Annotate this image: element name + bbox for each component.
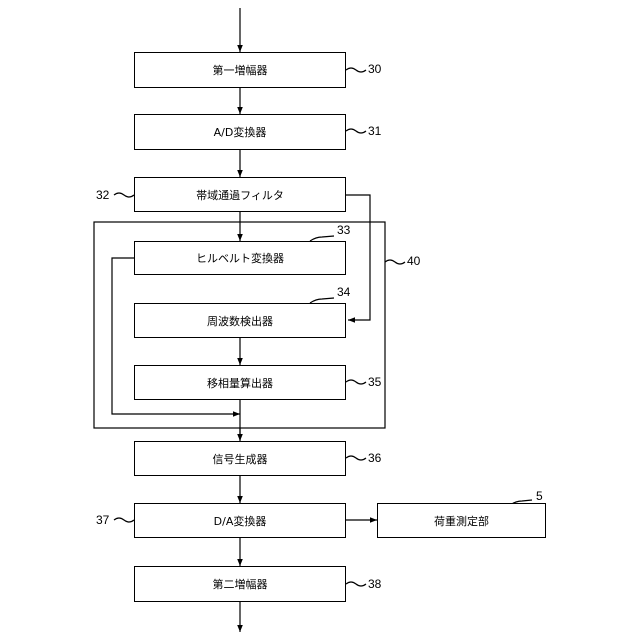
- block-da-converter-label: D/A変換器: [214, 513, 267, 529]
- block-hilbert-transformer: ヒルベルト変換器: [134, 241, 346, 275]
- block-da-converter: D/A変換器: [134, 503, 346, 538]
- block-bandpass-filter: 帯域通過フィルタ: [134, 177, 346, 212]
- ref-number-40: 40: [407, 255, 420, 267]
- ref-number-38: 38: [368, 578, 381, 590]
- block-second-amplifier-label: 第二増幅器: [213, 576, 268, 592]
- leader-30: [346, 68, 366, 72]
- block-first-amplifier: 第一増幅器: [134, 52, 346, 88]
- leader-38: [346, 582, 366, 586]
- ref-number-33: 33: [337, 224, 350, 236]
- block-signal-generator: 信号生成器: [134, 441, 346, 476]
- leader-35: [346, 380, 366, 384]
- block-load-measuring-unit-label: 荷重測定部: [434, 513, 489, 529]
- block-ad-converter: A/D変換器: [134, 114, 346, 150]
- block-second-amplifier: 第二増幅器: [134, 566, 346, 602]
- block-signal-generator-label: 信号生成器: [213, 451, 268, 467]
- ref-number-32: 32: [96, 189, 109, 201]
- ref-number-30: 30: [368, 63, 381, 75]
- ref-number-34: 34: [337, 286, 350, 298]
- leader-32: [114, 193, 134, 197]
- leader-37: [114, 518, 134, 522]
- block-bandpass-filter-label: 帯域通過フィルタ: [196, 187, 284, 203]
- block-phase-shift-calculator: 移相量算出器: [134, 365, 346, 400]
- leader-40: [385, 260, 405, 264]
- ref-number-5: 5: [536, 490, 543, 502]
- block-ad-converter-label: A/D変換器: [214, 124, 267, 140]
- block-frequency-detector-label: 周波数検出器: [207, 313, 273, 329]
- block-first-amplifier-label: 第一増幅器: [213, 62, 268, 78]
- block-phase-shift-calculator-label: 移相量算出器: [207, 375, 273, 391]
- leader-31: [346, 129, 366, 133]
- ref-number-35: 35: [368, 376, 381, 388]
- block-frequency-detector: 周波数検出器: [134, 303, 346, 338]
- block-load-measuring-unit: 荷重測定部: [377, 503, 546, 538]
- path-bpf-to-freq: [346, 195, 370, 320]
- ref-number-36: 36: [368, 452, 381, 464]
- ref-number-31: 31: [368, 125, 381, 137]
- block-hilbert-transformer-label: ヒルベルト変換器: [196, 250, 284, 266]
- ref-number-37: 37: [96, 514, 109, 526]
- leader-36: [346, 456, 366, 460]
